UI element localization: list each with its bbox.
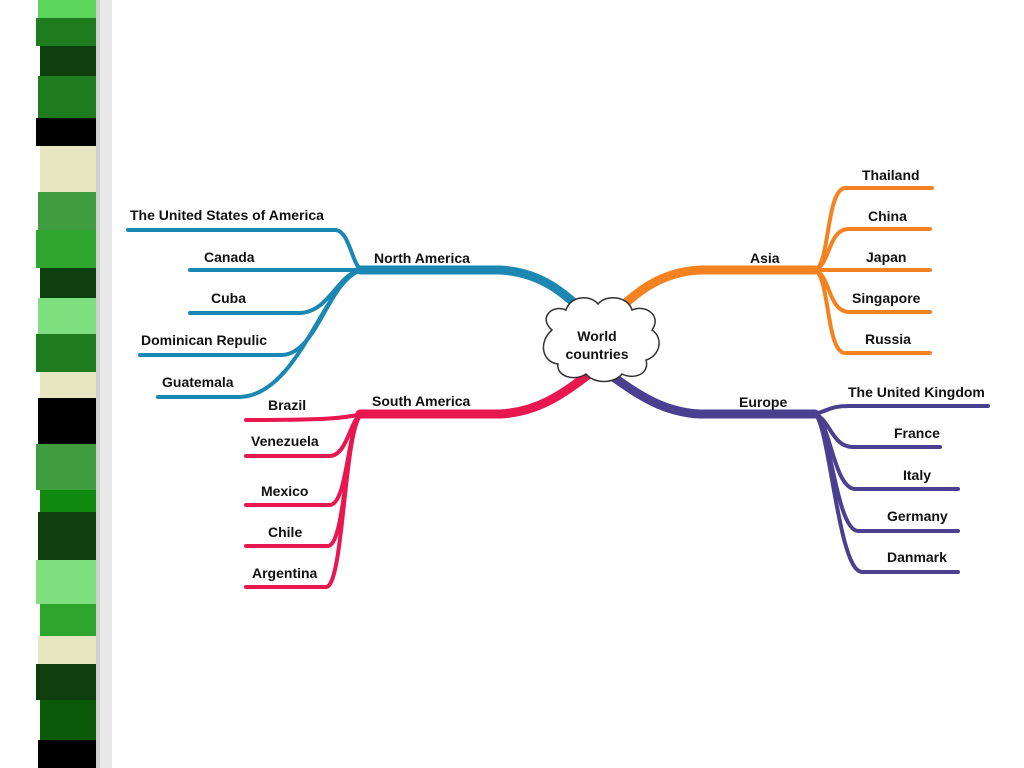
stripe-segment (40, 268, 96, 298)
branch-north-america (126, 228, 599, 399)
country-japan: Japan (866, 249, 906, 265)
branch-south-america (244, 367, 597, 589)
stripe-shadow-soft (100, 0, 112, 768)
cloud-shape (542, 297, 660, 383)
country-mexico: Mexico (261, 483, 308, 499)
stripe-segment (36, 334, 96, 372)
label-europe: Europe (739, 394, 787, 410)
country-cuba: Cuba (211, 290, 246, 306)
stripe-segment (40, 604, 96, 636)
stripe-segment (36, 444, 96, 490)
center-label-line1: World (577, 328, 616, 344)
twig-china (813, 227, 932, 272)
label-north-america: North America (374, 250, 470, 266)
country-china: China (868, 208, 907, 224)
country-dominican: Dominican Repulic (141, 332, 267, 348)
stripe-segment (40, 372, 96, 398)
stripe-segment (38, 298, 96, 334)
twig-danmark (813, 412, 960, 574)
country-argentina: Argentina (252, 565, 318, 581)
stripe-segment (36, 560, 96, 604)
stripe-segment (36, 230, 96, 268)
stripe-segment (38, 512, 96, 560)
country-singapore: Singapore (852, 290, 921, 306)
stripe-segment (36, 18, 96, 46)
stripe-segment (38, 0, 96, 18)
country-italy: Italy (903, 467, 931, 483)
twig-argentina (244, 412, 364, 589)
country-danmark: Danmark (887, 549, 947, 565)
stripe-segment (36, 664, 96, 700)
twig-uk (813, 404, 990, 416)
country-venezuela: Venezuela (251, 433, 319, 449)
country-france: France (894, 425, 940, 441)
country-uk: The United Kingdom (848, 384, 985, 400)
center-label-line2: countries (565, 346, 628, 362)
stripe-segment (40, 146, 96, 192)
trunk-south-america (355, 367, 597, 419)
stripe-segment (38, 740, 96, 768)
country-germany: Germany (887, 508, 948, 524)
stripe-segment (40, 490, 96, 512)
label-south-america: South America (372, 393, 470, 409)
country-guatemala: Guatemala (162, 374, 234, 390)
stripe-segment (40, 700, 96, 740)
stripe-segment (40, 46, 96, 76)
stripe-segment (38, 636, 96, 664)
stripe-segment (36, 118, 96, 146)
decorative-stripe-bar (36, 0, 112, 768)
center-cloud: World countries (542, 297, 660, 383)
country-thailand: Thailand (862, 167, 920, 183)
country-chile: Chile (268, 524, 302, 540)
stripe-segment (38, 398, 96, 444)
twig-russia (813, 268, 932, 355)
stripe-segment (38, 192, 96, 230)
stripe-segments (36, 0, 96, 768)
country-russia: Russia (865, 331, 911, 347)
stripe-segment (38, 76, 96, 118)
twig-usa (126, 228, 364, 272)
country-usa: The United States of America (130, 207, 324, 223)
country-canada: Canada (204, 249, 255, 265)
twig-guatemala (156, 268, 364, 399)
label-asia: Asia (750, 250, 780, 266)
country-brazil: Brazil (268, 397, 306, 413)
twig-brazil (244, 412, 364, 422)
